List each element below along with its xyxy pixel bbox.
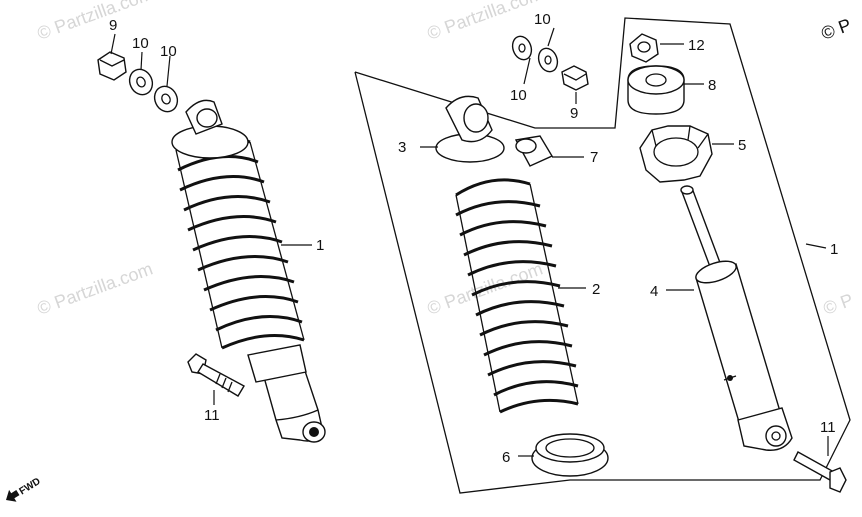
callout-8: 8 xyxy=(708,77,716,94)
nut-12 xyxy=(629,33,659,63)
callout-7: 7 xyxy=(590,149,598,166)
watermark: © Partzilla.com xyxy=(425,0,546,44)
callout-9: 9 xyxy=(570,105,578,122)
washer-10-mid-b xyxy=(537,47,559,73)
bolt-11-left xyxy=(187,353,245,397)
fwd-label: FWD xyxy=(17,476,42,497)
callout-6: 6 xyxy=(502,449,510,466)
spring-adjuster-5 xyxy=(639,125,713,183)
callout-3: 3 xyxy=(398,139,406,156)
shock-absorber-assembled xyxy=(171,99,326,443)
callout-11: 11 xyxy=(204,407,220,424)
washer-10-mid-a xyxy=(511,35,533,61)
callout-9: 9 xyxy=(109,17,117,34)
nut-9-mid xyxy=(561,65,589,91)
copyright-mark: © P xyxy=(819,15,854,44)
spring-seat-3 xyxy=(435,95,505,163)
damper-4 xyxy=(680,185,793,451)
bolt-11-right xyxy=(793,451,847,493)
callout-10: 10 xyxy=(132,35,149,52)
leader-lines xyxy=(110,27,829,457)
callout-5: 5 xyxy=(738,137,746,154)
callout-10: 10 xyxy=(510,87,527,104)
callout-10: 10 xyxy=(534,11,551,28)
stopper-ring-6 xyxy=(531,433,609,477)
fwd-arrow: FWD xyxy=(6,476,43,502)
callout-2: 2 xyxy=(592,281,600,298)
callout-1: 1 xyxy=(830,241,838,258)
bushing-7 xyxy=(514,135,554,167)
spring-coils xyxy=(175,135,305,350)
rubber-bush-8 xyxy=(627,65,685,115)
washer-10-left-a xyxy=(128,68,154,96)
nut-9-left xyxy=(97,51,127,81)
callout-11: 11 xyxy=(820,419,836,436)
spring-2 xyxy=(455,178,579,414)
callout-4: 4 xyxy=(650,283,658,300)
callout-1: 1 xyxy=(316,237,324,254)
callout-12: 12 xyxy=(688,37,705,54)
washer-10-left-b xyxy=(153,85,179,113)
exploded-view-outline xyxy=(354,17,851,494)
watermark: © Partzilla.com xyxy=(35,258,156,318)
watermark: © P xyxy=(821,290,856,319)
callouts: 9 10 10 1 11 10 10 9 12 8 3 7 5 1 2 4 6 … xyxy=(109,11,838,466)
callout-10: 10 xyxy=(160,43,177,60)
